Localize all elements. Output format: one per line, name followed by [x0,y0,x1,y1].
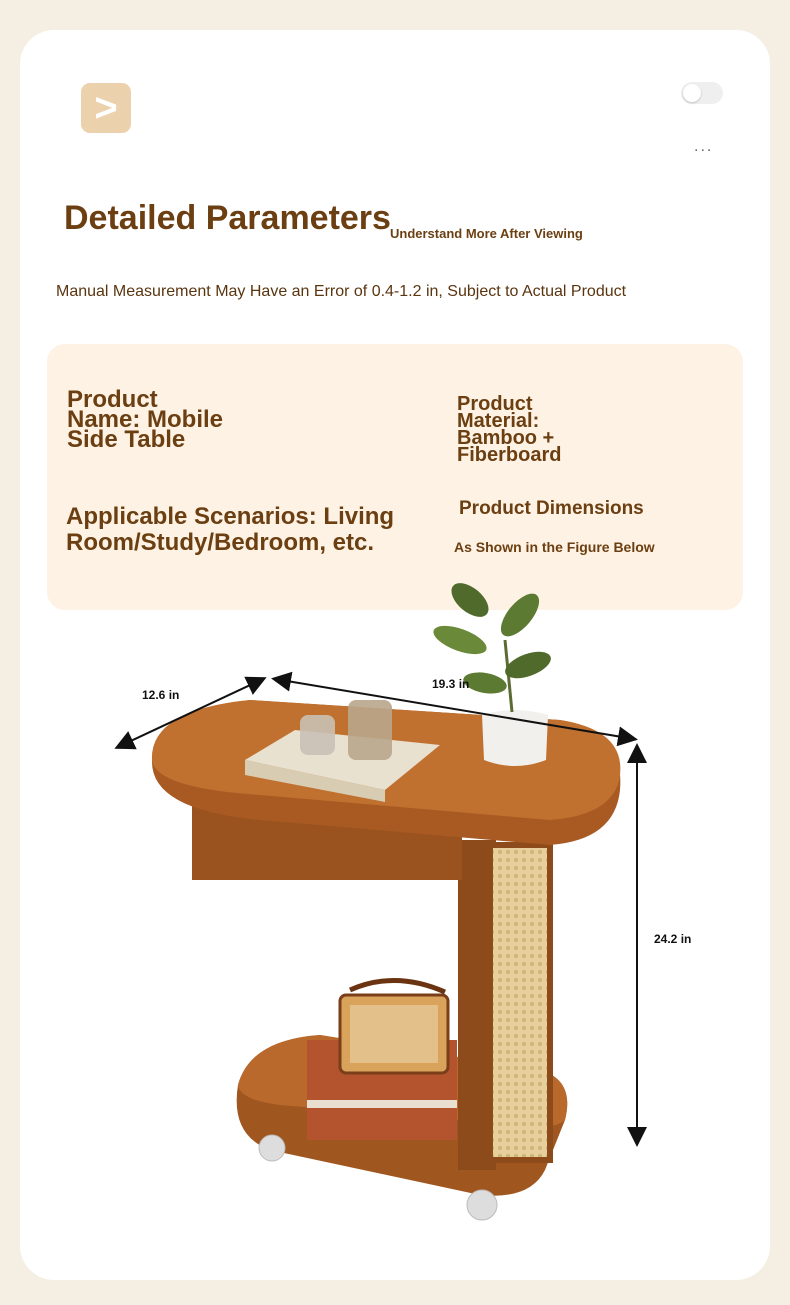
dimensions-note: As Shown in the Figure Below [454,539,655,555]
depth-label: 12.6 in [142,688,180,702]
parameters-panel [47,344,743,610]
height-label: 24.2 in [654,932,692,946]
depth-arrow [114,676,267,750]
radio-prop [307,977,457,1140]
dimensions-title: Product Dimensions [459,498,644,519]
page-subtitle: Understand More After Viewing [390,226,583,241]
width-arrow [271,671,638,747]
applicable-scenarios: Applicable Scenarios: Living Room/Study/… [66,503,395,556]
side-panel [458,840,553,1170]
page-title: Detailed Parameters [64,199,391,237]
toggle-switch[interactable] [681,82,723,104]
toggle-knob [683,84,701,102]
play-arrow-icon[interactable]: > [81,83,131,133]
more-options-icon[interactable]: ... [694,138,714,155]
product-material: Product Material: Bamboo + Fiberboard [457,393,562,466]
width-label: 19.3 in [432,677,470,691]
measurement-note: Manual Measurement May Have an Error of … [56,283,627,300]
product-name: Product Name: Mobile Side Table [67,386,224,453]
